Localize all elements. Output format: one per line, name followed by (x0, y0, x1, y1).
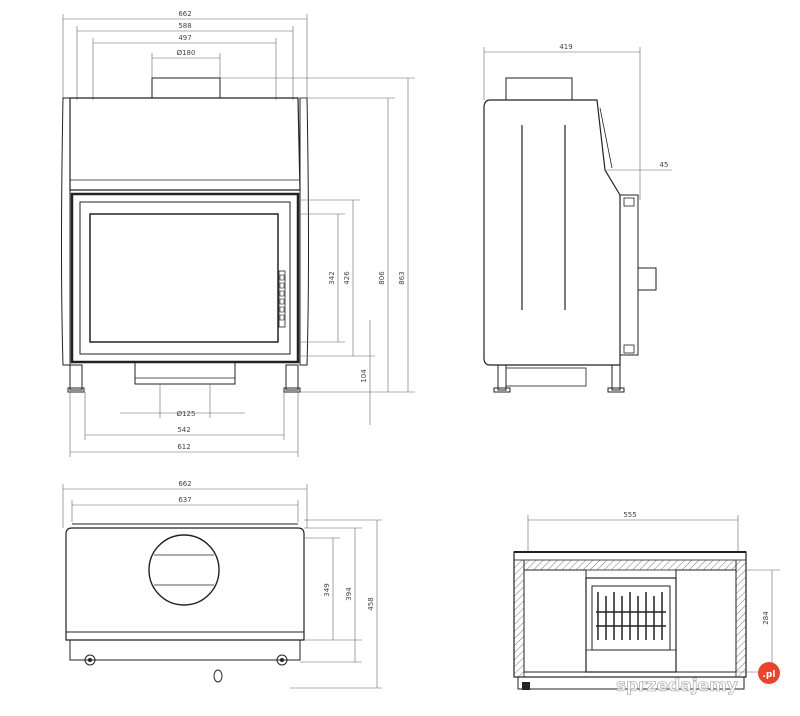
side-door-profile (619, 194, 639, 356)
front-foot-height-label: 104 (360, 369, 368, 383)
top-width-body-label: 637 (178, 496, 191, 504)
front-air-box (134, 361, 236, 385)
front-width-body-label: 588 (178, 22, 191, 30)
section-view: 555 284 (513, 511, 780, 690)
watermark: sprzedajemy .pl (616, 662, 780, 696)
front-width-overall-label: 662 (178, 10, 191, 18)
grate-pattern-icon (596, 592, 666, 640)
section-height-label: 284 (762, 611, 770, 625)
top-flue-circle (148, 534, 220, 606)
front-door-glass (89, 213, 279, 343)
watermark-text: sprzedajemy (616, 676, 738, 696)
front-total-height-label: 863 (398, 271, 406, 284)
front-glass-height-label: 342 (328, 271, 336, 284)
front-right-dimensions: 342 426 806 863 104 (220, 77, 415, 425)
side-depth-label: 419 (559, 43, 572, 51)
front-door-frame (70, 192, 300, 364)
front-flue-diameter-label: Ø180 (177, 49, 196, 57)
front-view: 662 588 497 Ø180 (61, 10, 415, 457)
top-view: 662 637 349 394 458 (62, 480, 382, 689)
front-door-inner-frame (79, 201, 291, 355)
top-knob-left-icon (84, 654, 96, 666)
watermark-badge (758, 662, 780, 684)
front-opening-height-label: 426 (343, 271, 351, 285)
top-depth-body-label: 349 (323, 583, 331, 596)
front-body-height-label: 806 (378, 271, 386, 285)
side-body-outline (483, 99, 621, 366)
watermark-suffix: .pl (763, 670, 776, 680)
front-side-panel-left (61, 97, 71, 366)
front-foot-left (69, 364, 83, 391)
top-knob-right-icon (276, 654, 288, 666)
side-door-offset-label: 45 (660, 161, 669, 169)
top-width-overall-label: 662 (178, 480, 191, 488)
top-door-front (69, 639, 301, 661)
top-body-outline (65, 527, 305, 641)
front-bottom-dimensions: Ø125 542 612 (69, 384, 299, 457)
side-view: 419 45 (483, 43, 672, 393)
top-depth-total-label: 458 (367, 597, 375, 610)
top-depth-frame-label: 394 (345, 587, 353, 601)
front-foot-right (285, 364, 299, 391)
top-handle (213, 669, 223, 683)
side-door-handle (637, 267, 657, 291)
section-door-bottom (517, 676, 745, 690)
front-feet-width-label: 612 (177, 443, 190, 451)
front-width-inner-label: 497 (178, 34, 191, 42)
front-housing-top (69, 97, 301, 191)
side-flue-collar (505, 77, 573, 101)
front-top-dimensions: 662 588 497 Ø180 (62, 10, 308, 100)
front-base-width-label: 542 (177, 426, 190, 434)
door-handle-icon (278, 270, 286, 328)
front-side-panel-right (299, 97, 309, 366)
front-air-inlet-label: Ø125 (177, 410, 196, 418)
flue-collar (151, 77, 221, 99)
section-width-label: 555 (623, 511, 636, 519)
